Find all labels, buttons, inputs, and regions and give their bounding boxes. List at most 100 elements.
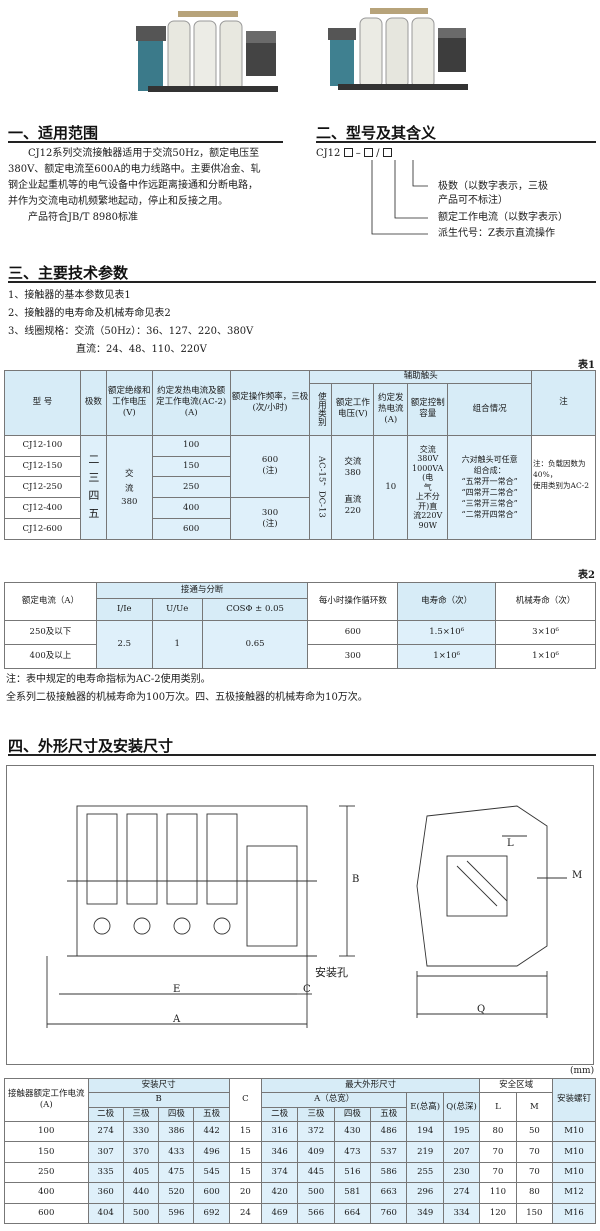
t3-h-a4: 四极 bbox=[333, 1106, 372, 1122]
contactor-photo-front bbox=[136, 11, 278, 92]
t3-cell: 445 bbox=[297, 1161, 335, 1184]
dim-label-M: M bbox=[572, 870, 583, 881]
t3-cell: 110 bbox=[479, 1182, 517, 1204]
t2-h-ie: I/Ie bbox=[95, 598, 153, 621]
t3-cell: 469 bbox=[260, 1202, 299, 1225]
t3-cell: 255 bbox=[406, 1161, 444, 1184]
t3-cell: 586 bbox=[370, 1161, 408, 1184]
t1-poles: 二三四五 bbox=[79, 434, 107, 541]
section3-line-2: 2、接触器的电寿命及机械寿命见表2 bbox=[8, 308, 171, 319]
section1-line-4: 并作为交流电动机频繁地起动，停止和反接之用。 bbox=[8, 196, 228, 207]
t3-cell: 316 bbox=[260, 1120, 299, 1143]
t2-r2-mech: 1×10⁶ bbox=[495, 644, 596, 669]
t3-cell: 80 bbox=[479, 1120, 517, 1143]
t3-cell: 194 bbox=[406, 1120, 444, 1143]
model-item-1: 极数（以数字表示，三极 bbox=[438, 181, 548, 192]
section1-rule bbox=[8, 141, 283, 143]
t1-h-aux-voltage: 额定工作电压(V) bbox=[331, 382, 375, 436]
t3-cell: 516 bbox=[333, 1161, 372, 1184]
t3-cell: 70 bbox=[479, 1161, 517, 1184]
t3-cell: 372 bbox=[297, 1120, 335, 1143]
t1-model-3: CJ12-250 bbox=[4, 476, 81, 499]
t1-current-1: 100 bbox=[151, 434, 231, 457]
t3-h-E: E(总高) bbox=[406, 1092, 444, 1122]
t3-h-b2: 二极 bbox=[87, 1106, 124, 1122]
t3-cell: M10 bbox=[552, 1120, 596, 1143]
t3-cell: 100 bbox=[4, 1120, 89, 1143]
t3-cell: 195 bbox=[442, 1120, 481, 1143]
t3-h-Q: Q(总深) bbox=[442, 1092, 481, 1122]
t1-h-aux: 辅助触头 bbox=[309, 370, 533, 384]
t3-cell: 70 bbox=[515, 1161, 554, 1184]
t3-cell: 440 bbox=[122, 1182, 160, 1204]
t3-cell: 150 bbox=[4, 1141, 89, 1163]
dim-label-A: A bbox=[173, 1014, 181, 1025]
dim-label-B: B bbox=[352, 874, 360, 885]
section2-rule bbox=[316, 141, 596, 143]
t3-cell: 274 bbox=[87, 1120, 124, 1143]
section2-title: 二、型号及其含义 bbox=[316, 124, 437, 142]
t3-cell: 374 bbox=[260, 1161, 299, 1184]
t3-cell: 520 bbox=[158, 1182, 195, 1204]
t1-h-current: 约定发热电流及额定工作电流(AC-2)(A) bbox=[151, 370, 231, 436]
t3-cell: 70 bbox=[515, 1141, 554, 1163]
t2-h-mech: 机械寿命（次） bbox=[495, 582, 596, 621]
t1-aux-combo: 六对触头可任意组合成：“五常开一常合”“四常开二常合”“三常开三常合”“二常开四… bbox=[447, 434, 533, 541]
table3-unit: (mm) bbox=[570, 1066, 595, 1076]
section1-line-1: CJ12系列交流接触器适用于交流50Hz，额定电压至 bbox=[28, 148, 260, 159]
model-item-3: 派生代号：Z表示直流操作 bbox=[438, 228, 555, 239]
t3-cell: 386 bbox=[158, 1120, 195, 1143]
table1: 型 号 极数 额定绝缘和工作电压(V) 约定发热电流及额定工作电流(AC-2)(… bbox=[4, 370, 596, 541]
t2-r1-elec: 1.5×10⁶ bbox=[397, 620, 497, 645]
t3-cell: 15 bbox=[228, 1141, 262, 1163]
t1-note: 注：负载因数为40%，使用类别为AC-2 bbox=[531, 434, 596, 541]
t3-cell: 230 bbox=[442, 1161, 481, 1184]
t3-h-L: L bbox=[479, 1092, 517, 1122]
section3-rule bbox=[8, 281, 596, 283]
dim-label-Q: Q bbox=[477, 1004, 486, 1015]
t1-model-4: CJ12-400 bbox=[4, 497, 81, 520]
t3-cell: 500 bbox=[297, 1182, 335, 1204]
t3-h-safe: 安全区域 bbox=[479, 1077, 554, 1094]
t3-cell: 566 bbox=[297, 1202, 335, 1225]
t3-cell: 430 bbox=[333, 1120, 372, 1143]
t2-h-cycles: 每小时操作循环数 bbox=[307, 582, 399, 621]
section3-title: 三、主要技术参数 bbox=[8, 264, 129, 282]
t2-r1-current: 250及以下 bbox=[4, 620, 97, 645]
t3-cell: 346 bbox=[260, 1141, 299, 1163]
t3-cell: 663 bbox=[370, 1182, 408, 1204]
model-code-leader-lines bbox=[371, 160, 428, 235]
contactor-photo-angle bbox=[328, 8, 468, 90]
t3-cell: 442 bbox=[193, 1120, 230, 1143]
t3-h-A: A（总宽） bbox=[260, 1092, 408, 1108]
t3-cell: 330 bbox=[122, 1120, 160, 1143]
t1-h-model: 型 号 bbox=[4, 370, 81, 436]
t2-r2-elec: 1×10⁶ bbox=[397, 644, 497, 669]
t1-current-3: 250 bbox=[151, 476, 231, 499]
t2-r2-current: 400及以上 bbox=[4, 644, 97, 669]
dimension-drawing: B E C A L M Q 安装孔 bbox=[6, 765, 594, 1065]
t1-model-2: CJ12-150 bbox=[4, 455, 81, 478]
t1-h-poles: 极数 bbox=[79, 370, 107, 436]
section1-line-2: 380V、额定电流至600A的电力线路中。主要供冶金、轧 bbox=[8, 164, 261, 175]
t3-cell: 150 bbox=[515, 1202, 554, 1225]
t3-cell: 581 bbox=[333, 1182, 372, 1204]
section1-line-3: 钢企业起重机等的电气设备中作远距离接通和分断电路， bbox=[8, 180, 258, 191]
t3-cell: 486 bbox=[370, 1120, 408, 1143]
t3-cell: 334 bbox=[442, 1202, 481, 1225]
t3-cell: 600 bbox=[4, 1202, 89, 1225]
t3-h-M: M bbox=[515, 1092, 554, 1122]
t3-h-b4: 四极 bbox=[158, 1106, 195, 1122]
t3-cell: 80 bbox=[515, 1182, 554, 1204]
t1-h-voltage: 额定绝缘和工作电压(V) bbox=[105, 370, 153, 436]
t1-h-aux-heating: 约定发热电流(A) bbox=[373, 382, 409, 436]
t1-h-aux-combo: 组合情况 bbox=[447, 382, 533, 436]
t3-cell: 274 bbox=[442, 1182, 481, 1204]
t3-cell: 664 bbox=[333, 1202, 372, 1225]
t2-cos: 0.65 bbox=[201, 620, 309, 669]
t3-cell: 307 bbox=[87, 1141, 124, 1163]
